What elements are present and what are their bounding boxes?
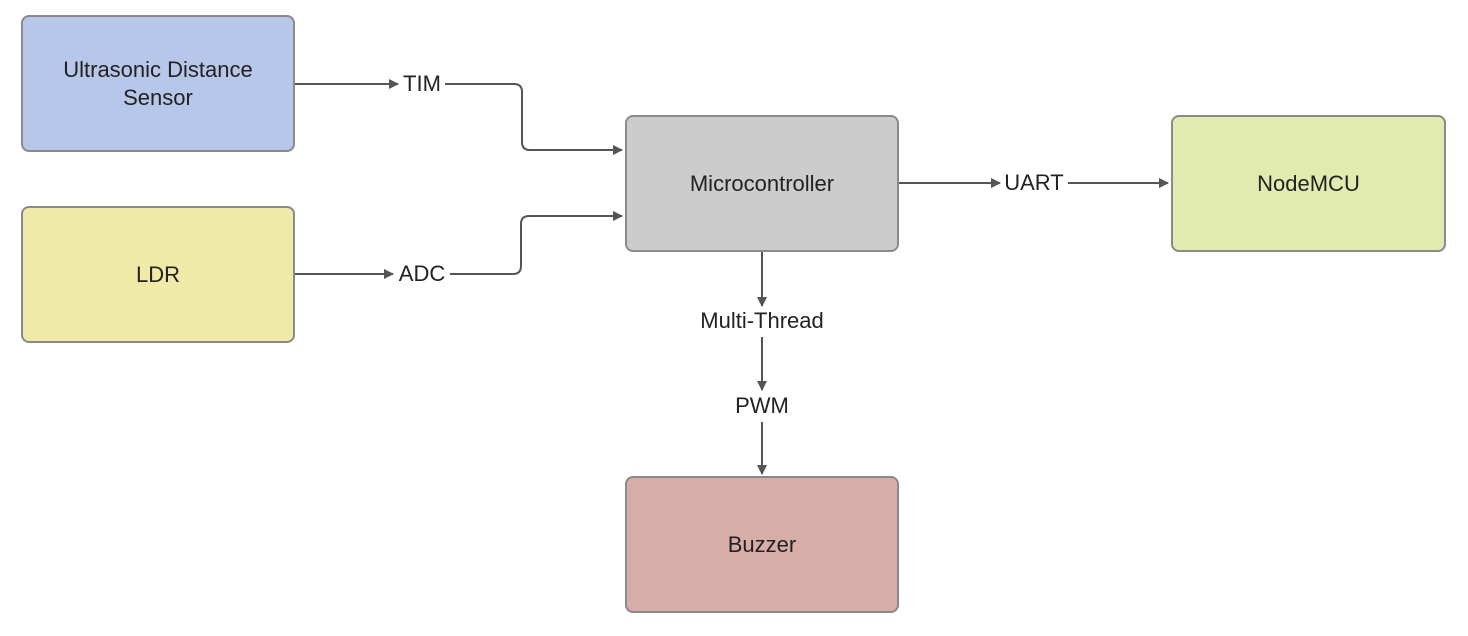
edge-tim-to-microcontroller bbox=[445, 83, 623, 155]
ldr-box[interactable]: LDR bbox=[21, 206, 295, 343]
nodemcu-box[interactable]: NodeMCU bbox=[1171, 115, 1446, 252]
edge-label-tim: TIM bbox=[402, 71, 442, 97]
edge-label-uart: UART bbox=[1003, 170, 1065, 196]
ultrasonic-sensor-box[interactable]: Ultrasonic Distance Sensor bbox=[21, 15, 295, 152]
buzzer-box[interactable]: Buzzer bbox=[625, 476, 899, 613]
buzzer-label: Buzzer bbox=[727, 531, 797, 557]
edge-label-adc: ADC bbox=[397, 261, 447, 287]
edge-label-pwm: PWM bbox=[734, 393, 790, 419]
ultrasonic-sensor-label: Ultrasonic Distance Sensor bbox=[63, 56, 253, 110]
edge-label-multithread: Multi-Thread bbox=[699, 308, 825, 334]
microcontroller-box[interactable]: Microcontroller bbox=[625, 115, 899, 252]
ldr-label: LDR bbox=[135, 261, 180, 287]
edge-adc-to-microcontroller bbox=[450, 211, 623, 275]
nodemcu-label: NodeMCU bbox=[1257, 170, 1360, 196]
microcontroller-label: Microcontroller bbox=[689, 170, 835, 196]
